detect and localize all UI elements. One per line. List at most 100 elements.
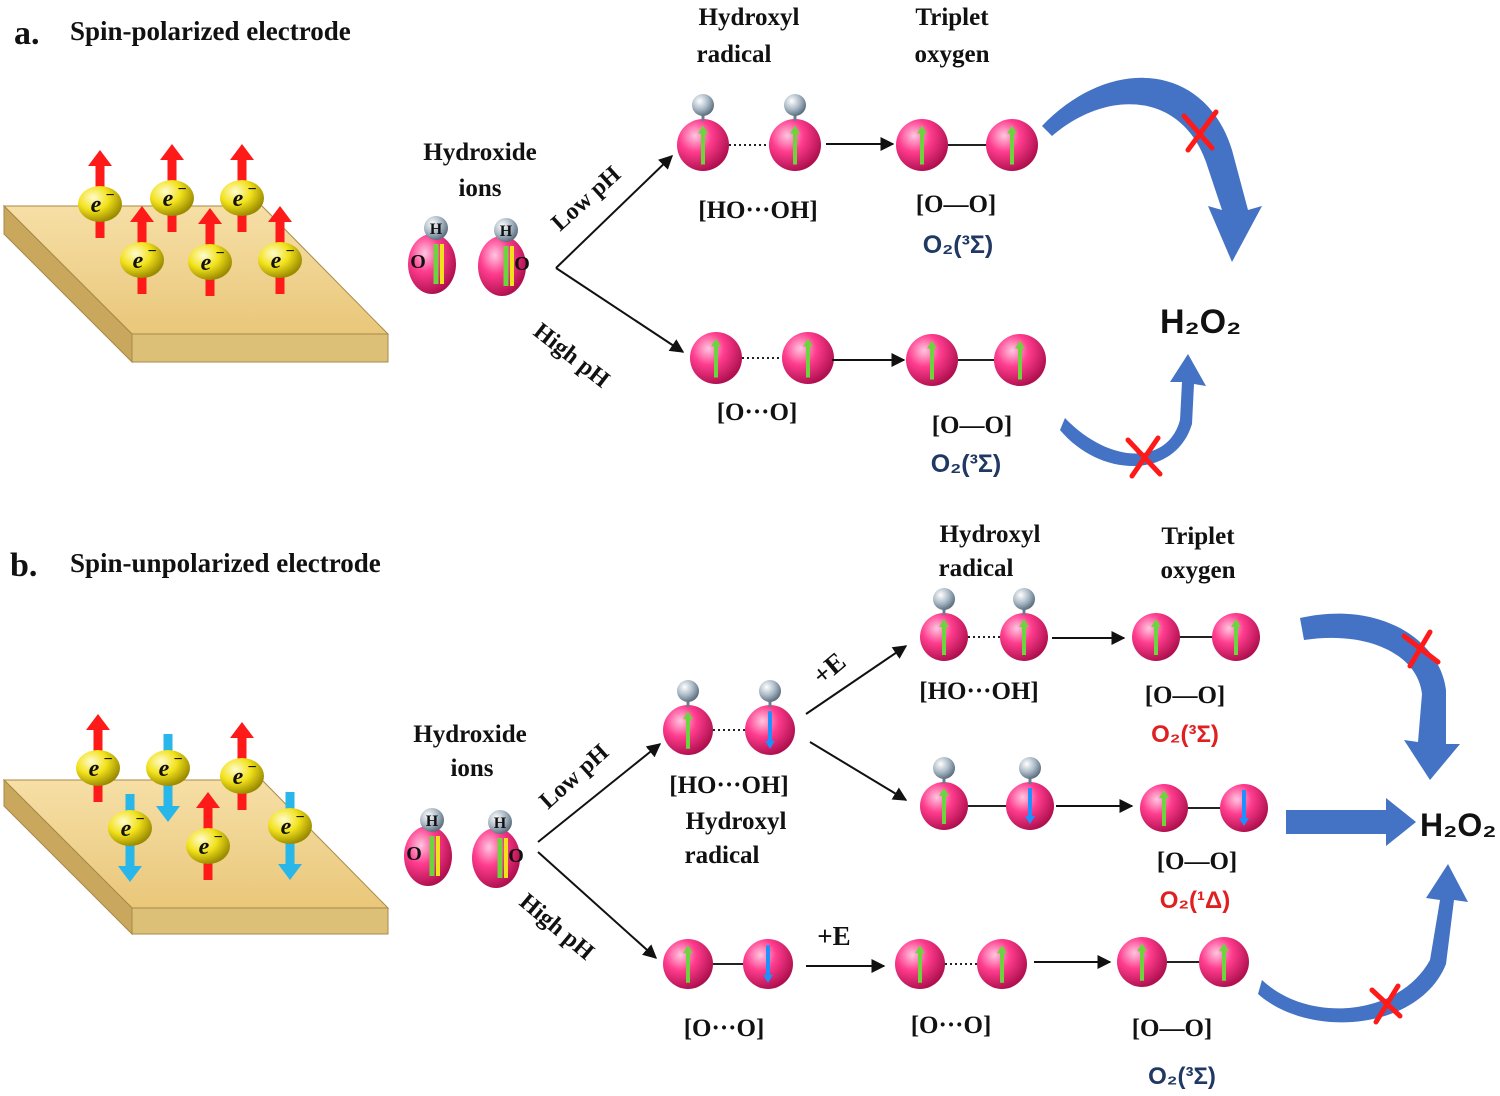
hydrogen-atom [759,680,781,702]
spin-up-arrow [698,125,708,165]
high-ph-label-b: High pH [514,889,599,966]
curved-arrow-b-top [1300,613,1460,780]
triplet-header-a-2: oxygen [915,41,990,68]
h2o2-product-b: H₂O₂ [1420,807,1496,843]
electron: e− [150,144,194,232]
spin-up-arrow [939,619,949,655]
oxygen-pair-b-bottom-1 [663,939,793,989]
electron-charge: − [105,187,114,204]
hydroxyl-radical-label-b-2: radical [685,842,760,869]
hydrogen-symbol: H [426,813,439,830]
oxygen-atom [896,119,948,171]
electron-charge: − [173,751,182,768]
spin-up-arrow [1151,619,1161,655]
hydroxyl-radical-label-b-1: Hydroxyl [686,808,787,835]
hydrogen-symbol: H [494,815,507,832]
electron-symbol: e [281,814,292,840]
o-o-dotted-label-b-2: [O···O] [911,1012,992,1039]
hydroxide-label-b-1: Hydroxide [413,721,526,748]
blocked-mark-b-bottom [1369,983,1403,1025]
spin-up-arrow [939,788,949,824]
electron-charge: − [135,811,144,828]
electron-symbol: e [233,764,244,790]
ho-oh-label-a: [HO···OH] [698,197,817,224]
oxygen-atom [1006,757,1054,830]
electron-symbol: e [91,192,102,218]
oxygen-atom [920,588,968,661]
electron-symbol: e [89,756,100,782]
oxygen-atom [1220,784,1268,832]
curved-arrow-a-bottom [1060,354,1206,467]
hydrogen-atom [677,680,699,702]
o-o-label-b-bottom: [O—O] [1132,1015,1213,1042]
hydroxyl-header-b-2: radical [939,555,1014,582]
electron-symbol: e [199,834,210,860]
singlet-oxygen-b-mid [1140,784,1268,832]
thick-arrow-b-mid [1286,798,1416,846]
triplet-oxygen-b-bottom [1117,937,1249,987]
hydroxide-ion: HO [478,218,530,296]
panel-b-title: Spin-unpolarized electrode [70,548,381,578]
o2-label-b-top: O₂(³Σ) [1151,721,1219,748]
hydroxyl-header-a-1: Hydroxyl [699,4,800,31]
electron: e− [146,734,190,822]
h2o2-product-a: H₂O₂ [1160,303,1241,341]
electron: e− [108,794,152,882]
hydrogen-atom [420,808,444,832]
low-ph-arrow-a [555,155,674,269]
spin-down-arrow [763,945,773,983]
panel-b-letter: b. [10,547,37,584]
triplet-oxygen-a-top [896,119,1038,171]
curved-arrow-b-bottom [1258,864,1468,1023]
spin-up-arrow [917,125,927,165]
panel-b: b. Spin-unpolarized electrode e−e−e−e−e−… [2,521,1496,1090]
electron: e− [76,714,120,802]
spin-up-arrow [1137,943,1147,981]
spin-up-arrow [997,945,1007,983]
electron-charge: − [247,181,256,198]
spin-up-arrow [1015,340,1025,380]
o-o-label-b-top: [O—O] [1145,682,1226,709]
spin-down-arrow [1025,788,1035,824]
oxygen-atom [1132,613,1180,661]
electron: e− [120,206,164,294]
o-o-bond-label-a-top: [O—O] [916,191,997,218]
o-o-label-b-mid: [O—O] [1157,848,1238,875]
oxygen-atom [1000,588,1048,661]
spin-up-arrow [711,338,721,378]
spin-up-arrow [927,340,937,380]
electron-charge: − [147,243,156,260]
electron-symbol: e [163,186,174,212]
spin-up-arrow [803,338,813,378]
plus-e-arrow-b-top [805,645,908,715]
electron-charge: − [177,181,186,198]
spin-up-arrow [1019,619,1029,655]
spin-down-arrow [1239,790,1249,826]
hydrogen-atom [784,94,806,116]
o-o-dotted-label-b-1: [O···O] [684,1015,765,1042]
spin-up-arrow [915,945,925,983]
branch-arrow-b-mid [809,741,908,801]
high-ph-arrow-b [537,851,658,959]
hydroxide-label-b-2: ions [450,755,493,782]
electron-symbol: e [201,250,212,276]
electron: e− [258,206,302,294]
oxygen-atom [743,939,793,989]
oxygen-atom [769,94,821,171]
oxygen-atom [895,939,945,989]
spin-up-arrow [1231,619,1241,655]
electron-symbol: e [271,248,282,274]
hydroxyl-header-a-2: radical [697,41,772,68]
oxygen-atom [663,680,713,755]
ho-oh-label-b-top: [HO···OH] [919,678,1038,705]
high-ph-arrow-a [555,267,685,353]
oxygen-atom [920,757,968,830]
hydroxide-ion: HO [408,216,456,294]
hydrogen-symbol: H [500,223,513,240]
oxygen-symbol: O [514,253,530,275]
ho-oh-label-b-mid: [HO···OH] [669,772,788,799]
curved-arrow-a-top [1042,77,1262,262]
electron: e− [220,722,264,810]
hydroxyl-radical-pair-a [677,94,821,171]
